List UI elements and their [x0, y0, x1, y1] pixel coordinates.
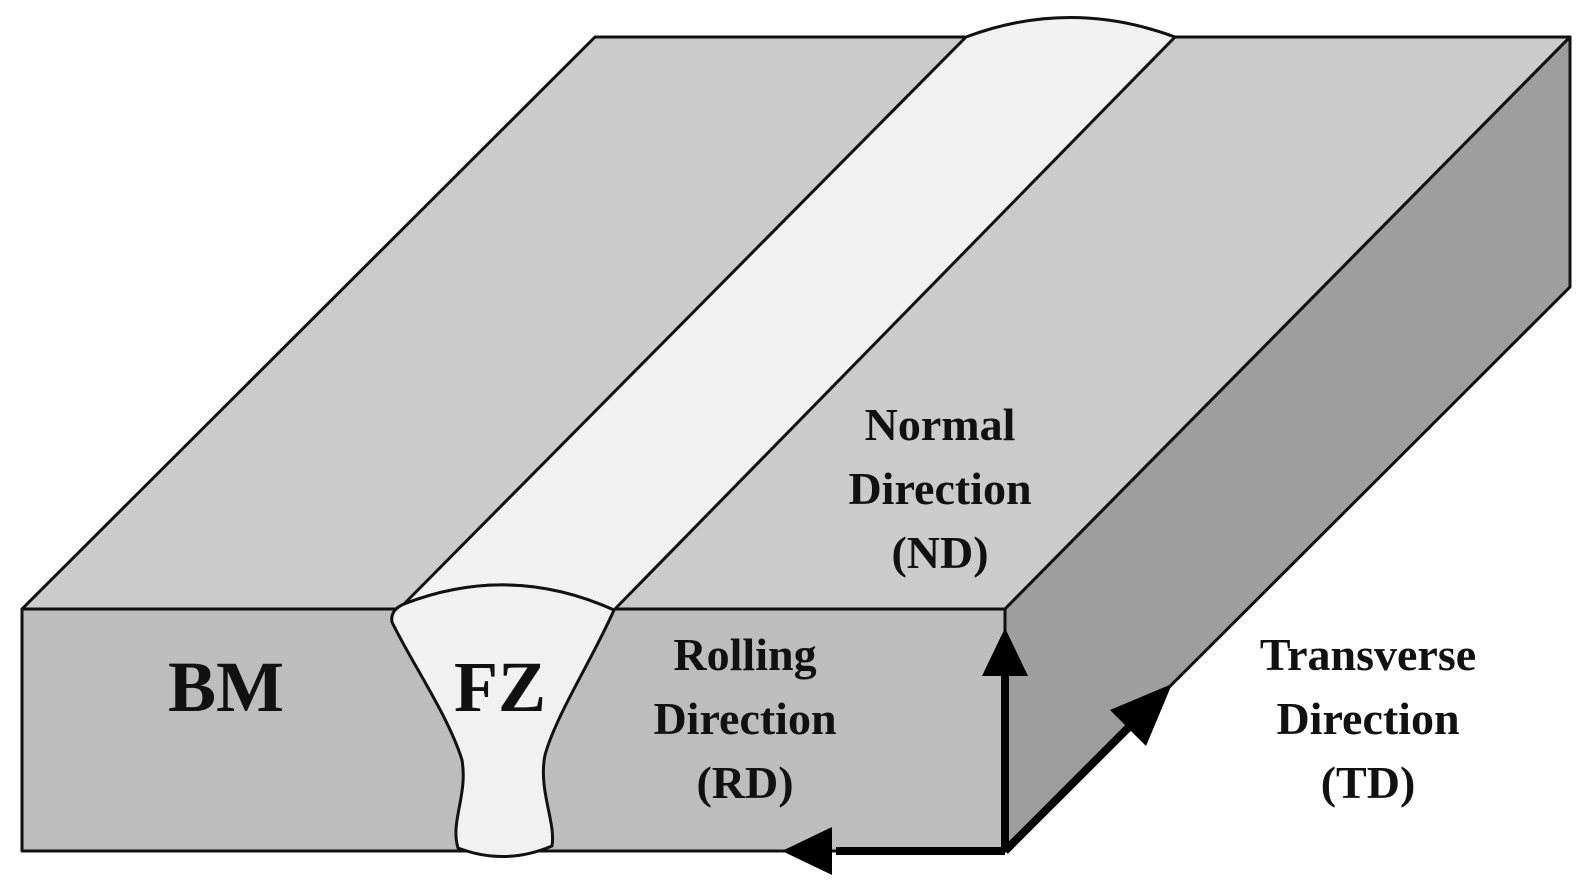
td-label-line-2: Direction: [1276, 693, 1459, 744]
nd-label-line-1: Normal: [865, 399, 1016, 450]
rd-label-line-2: Direction: [653, 693, 836, 744]
nd-arrow-head: [982, 628, 1028, 676]
rd-label-line-3: (RD): [696, 757, 793, 808]
fz-label: FZ: [454, 647, 546, 727]
nd-label-line-2: Direction: [848, 463, 1031, 514]
fusion-zone-cross-section: [390, 583, 616, 858]
normal-direction-label: Normal Direction (ND): [848, 399, 1031, 578]
td-label-line-1: Transverse: [1260, 629, 1476, 680]
rolling-direction-label: Rolling Direction (RD): [653, 629, 836, 808]
td-arrow-shaft: [1002, 721, 1135, 854]
direction-arrows: [782, 628, 1172, 875]
bm-label: BM: [168, 647, 284, 727]
td-label-line-3: (TD): [1321, 757, 1416, 808]
rd-arrow-head: [782, 827, 832, 875]
transverse-direction-label: Transverse Direction (TD): [1260, 629, 1476, 808]
nd-label-line-3: (ND): [891, 527, 988, 578]
td-arrow-head: [1110, 684, 1172, 746]
rd-label-line-1: Rolling: [673, 629, 816, 680]
